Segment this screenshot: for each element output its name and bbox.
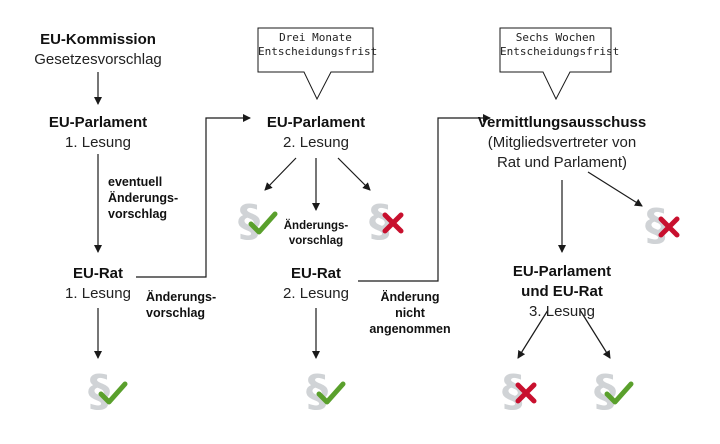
lesung3-approved-icon: §: [590, 366, 636, 417]
arrow-lesung3-rejected: [517, 309, 549, 359]
lesung3-rejected-icon: §: [498, 366, 544, 417]
node-title: EU-Kommission: [40, 31, 156, 48]
callout-box-sechs-wochen: [499, 27, 612, 101]
label-aenderung-nicht-angenommen: Änderung nicht angenommen: [368, 289, 452, 337]
arrow-lesung3-approved: [579, 309, 611, 359]
checkmark-icon: [248, 211, 278, 235]
cross-icon: [515, 382, 537, 404]
arrow-vermittlung-rejected: [587, 171, 643, 207]
label-line: Änderung: [380, 290, 440, 304]
node-subtitle: 2. Lesung: [283, 285, 349, 302]
node-eu-parlament-und-rat-3: EU-Parlament und EU-Rat 3. Lesung: [472, 262, 652, 322]
arrow-parlament2-approved: [264, 157, 297, 191]
cross-icon: [658, 216, 680, 238]
paragraph-icon: §: [238, 196, 260, 242]
paragraph-icon: §: [502, 366, 524, 412]
node-eu-parlament-2: EU-Parlament 2. Lesung: [226, 113, 406, 153]
node-title: Vermittlungsausschuss: [477, 114, 647, 131]
callout-box-drei-monate: [257, 27, 374, 101]
node-eu-rat-1: EU-Rat 1. Lesung: [8, 264, 188, 304]
node-subtitle: 1. Lesung: [65, 134, 131, 151]
cross-icon: [382, 212, 404, 234]
paragraph-icon: §: [645, 200, 667, 246]
callout-sechs-wochen: Sechs Wochen Entscheidungsfrist: [500, 31, 619, 59]
callout-line: Sechs Wochen: [515, 31, 596, 44]
label-line: Änderungs-: [108, 191, 179, 205]
node-title: EU-Parlament: [512, 263, 612, 280]
label-aenderungsvorschlag-1: Änderungs- vorschlag: [146, 289, 216, 321]
label-line: angenommen: [369, 322, 451, 336]
arrow-rat1-parlament2: [136, 114, 251, 278]
label-line: nicht: [395, 306, 425, 320]
arrow-parlament2-rejected: [337, 157, 371, 191]
node-eu-rat-2: EU-Rat 2. Lesung: [226, 264, 406, 304]
paragraph-icon: §: [306, 366, 328, 412]
node-subtitle: Gesetzesvorschlag: [34, 51, 162, 68]
callout-line: Entscheidungsfrist: [500, 45, 620, 58]
node-title: und EU-Rat: [521, 283, 603, 300]
node-subtitle: Rat und Parlament): [496, 154, 628, 171]
callout-drei-monate: Drei Monate Entscheidungsfrist: [258, 31, 377, 59]
parlament2-approved-icon: §: [234, 196, 280, 247]
node-eu-kommission: EU-Kommission Gesetzesvorschlag: [8, 30, 188, 70]
callout-line: Drei Monate: [279, 31, 352, 44]
node-subtitle: 3. Lesung: [529, 303, 595, 320]
label-line: Änderungs-: [283, 220, 349, 232]
checkmark-icon: [98, 381, 128, 405]
rat1-result-approved-icon: §: [84, 366, 130, 417]
node-eu-parlament-1: EU-Parlament 1. Lesung: [8, 113, 188, 153]
node-title: EU-Rat: [72, 265, 123, 282]
label-line: vorschlag: [146, 306, 206, 320]
label-line: eventuell: [108, 175, 163, 189]
node-subtitle: (Mitgliedsvertreter von: [487, 134, 637, 151]
checkmark-icon: [604, 381, 634, 405]
paragraph-icon: §: [369, 196, 391, 242]
node-title: EU-Parlament: [266, 114, 366, 131]
node-subtitle: 2. Lesung: [283, 134, 349, 151]
parlament2-rejected-icon: §: [365, 196, 411, 247]
vermittlung-rejected-icon: §: [641, 200, 687, 251]
node-title: EU-Rat: [290, 265, 341, 282]
node-vermittlungsausschuss: Vermittlungsausschuss (Mitgliedsvertrete…: [472, 113, 652, 173]
label-line: vorschlag: [108, 207, 168, 221]
callout-line: Entscheidungsfrist: [258, 45, 378, 58]
node-subtitle: 1. Lesung: [65, 285, 131, 302]
paragraph-icon: §: [594, 366, 616, 412]
rat2-result-approved-icon: §: [302, 366, 348, 417]
label-aenderungsvorschlag-2: Änderungs- vorschlag: [282, 219, 350, 249]
arrow-rat2-vermittlung: [358, 114, 491, 282]
paragraph-icon: §: [88, 366, 110, 412]
node-title: EU-Parlament: [48, 114, 148, 131]
label-line: Änderungs-: [146, 290, 217, 304]
label-line: vorschlag: [288, 235, 344, 247]
label-eventuell-aenderungsvorschlag: eventuell Änderungs- vorschlag: [108, 174, 178, 222]
checkmark-icon: [316, 381, 346, 405]
